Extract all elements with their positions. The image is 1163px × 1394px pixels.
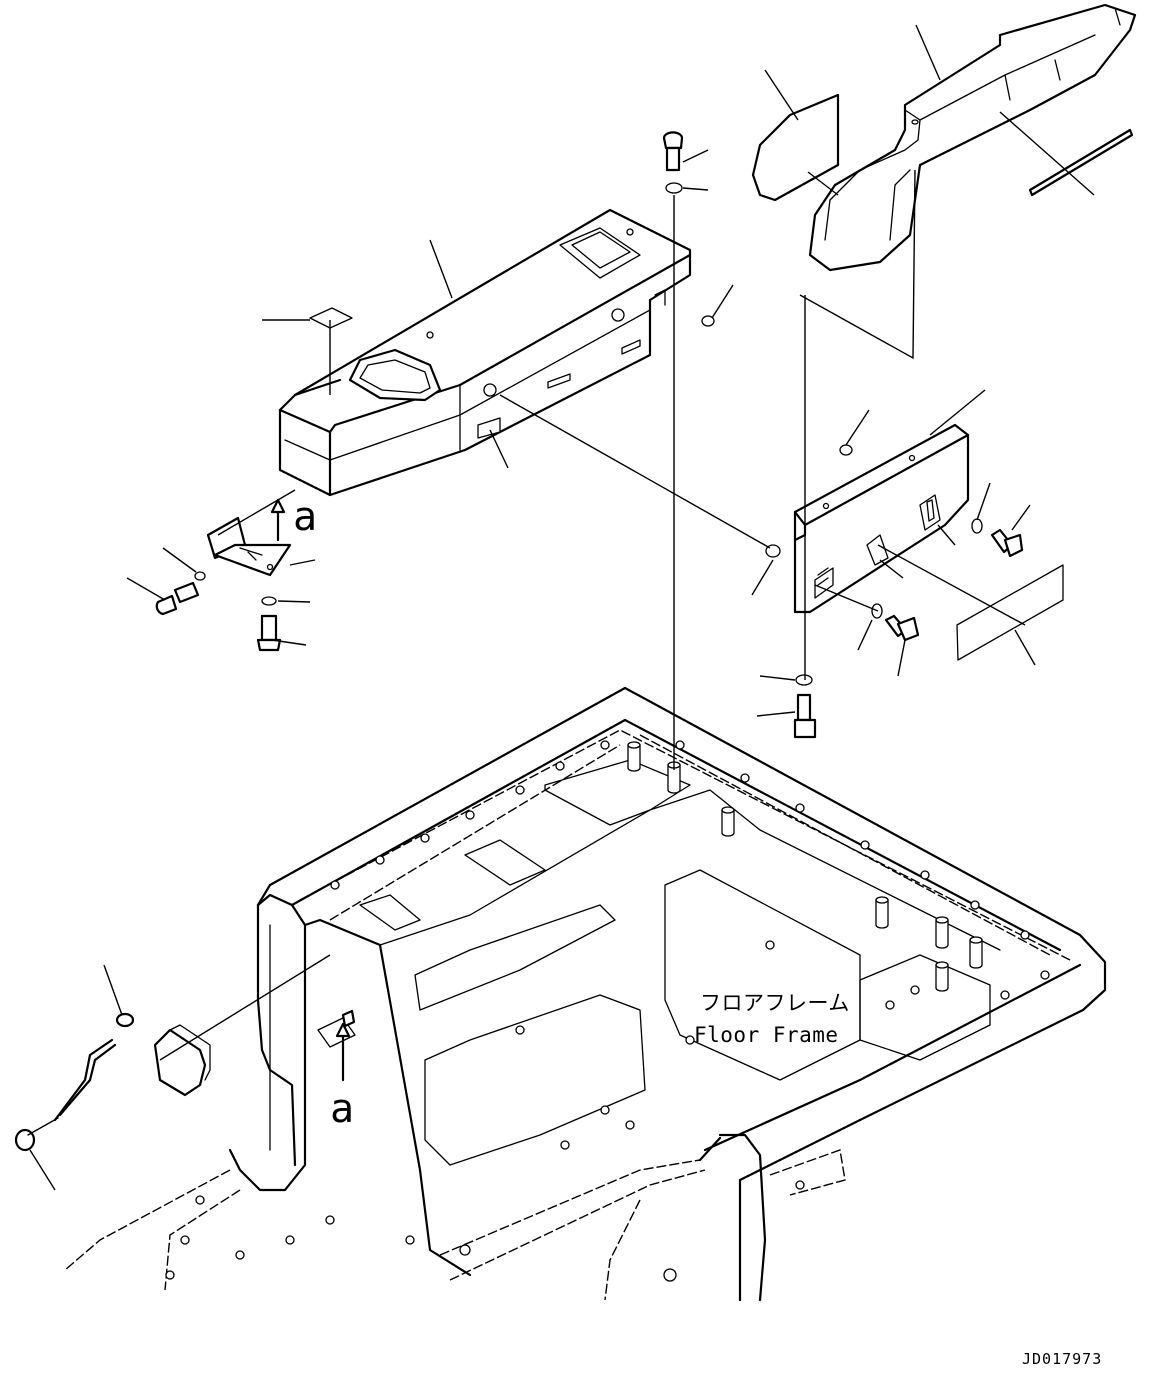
trim-strip xyxy=(1028,128,1134,197)
side-panel xyxy=(793,423,970,614)
floor-frame xyxy=(64,686,1107,1302)
clip-bracket xyxy=(317,1009,356,1048)
fasteners-left xyxy=(155,571,282,652)
stay-assembly xyxy=(14,1012,211,1152)
panel-decal xyxy=(956,564,1064,661)
view-marker-a-lower: a xyxy=(330,1086,354,1132)
arm-rest xyxy=(808,3,1137,272)
bracket-left xyxy=(206,516,292,577)
console-decal xyxy=(309,307,353,329)
console-box xyxy=(278,208,692,497)
panel-fasteners xyxy=(765,444,1024,739)
arm-rest-pad xyxy=(751,93,840,202)
leader-lines xyxy=(29,24,1095,1191)
mounting-studs xyxy=(627,741,983,992)
floor-frame-label-en: Floor Frame xyxy=(694,1023,839,1047)
floor-frame-label-jp: フロアフレーム xyxy=(700,991,850,1015)
drawing-number: JD017973 xyxy=(1022,1350,1102,1368)
frame-holes xyxy=(165,740,1050,1282)
view-marker-a-upper: a xyxy=(293,494,317,540)
fasteners-center xyxy=(662,131,715,327)
